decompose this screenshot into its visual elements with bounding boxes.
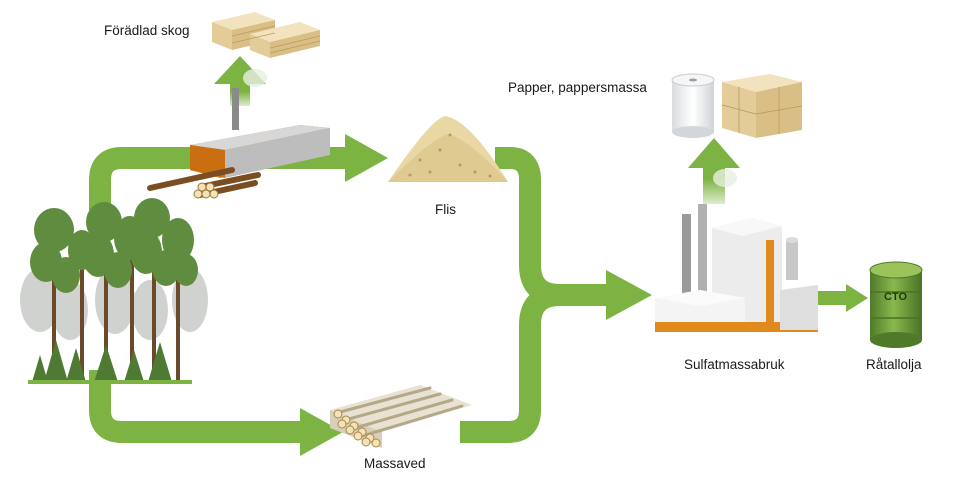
forest-illustration — [20, 198, 208, 384]
label-sulfatmassabruk: Sulfatmassabruk — [684, 357, 785, 372]
arrow-flis-to-mill — [495, 147, 610, 306]
pulp-bales-illustration — [721, 74, 803, 138]
wood-chip-pile-illustration — [388, 116, 508, 182]
sawmill-illustration — [147, 88, 330, 199]
label-flis: Flis — [435, 202, 456, 217]
arrow-upper-branch — [89, 147, 345, 210]
label-massaved: Massaved — [364, 456, 426, 471]
paper-roll-illustration — [671, 73, 715, 138]
arrow-up-papper — [688, 138, 740, 204]
arrow-heads — [300, 134, 868, 456]
arrow-head-to-massaved — [300, 408, 343, 456]
pulp-mill-illustration — [655, 204, 818, 332]
cto-label: CTO — [884, 291, 907, 303]
arrow-up-foradlad — [214, 56, 267, 106]
label-ratallolja: Råtallolja — [866, 357, 922, 372]
label-foradlad-skog: Förädlad skog — [104, 23, 190, 38]
lumber-stacks-illustration — [212, 12, 321, 58]
arrow-head-to-cto — [846, 284, 868, 312]
flow-arrows — [89, 147, 848, 443]
label-papper: Papper, pappersmassa — [508, 80, 647, 95]
arrow-head-to-flis — [345, 134, 388, 182]
arrow-lower-branch — [89, 370, 300, 443]
cto-barrel-illustration: CTO — [869, 261, 923, 348]
pulpwood-stack-illustration — [330, 385, 472, 448]
arrow-head-to-mill — [606, 270, 652, 320]
arrow-massaved-to-mill — [460, 284, 561, 443]
